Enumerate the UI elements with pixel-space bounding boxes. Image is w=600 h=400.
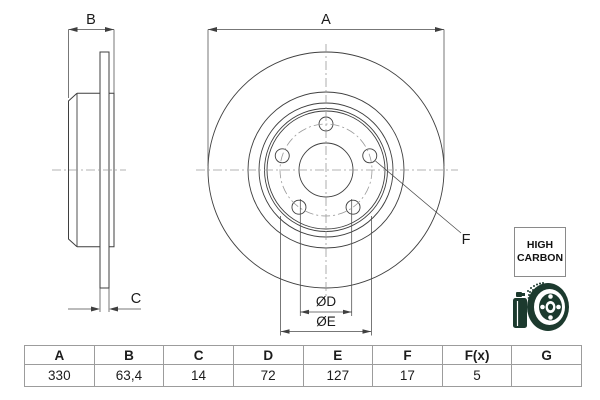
col-header-e: E	[302, 345, 374, 365]
bolt-hole	[362, 148, 378, 164]
dimension-a	[207, 27, 445, 166]
label-dim-a: A	[321, 12, 331, 28]
value-b: 63,4	[93, 364, 165, 387]
dimension-table: A B C D E F F(x) G 330 63,4 14 72 127 17…	[24, 345, 582, 387]
col-header-f: F	[372, 345, 443, 365]
col-header-g: G	[511, 345, 582, 365]
label-dim-e: ØE	[316, 314, 336, 329]
col-header-fx: F(x)	[441, 345, 513, 365]
col-header-a: A	[24, 345, 95, 365]
bolt-hole	[291, 199, 307, 215]
high-carbon-line2: CARBON	[516, 252, 564, 264]
dimension-c	[68, 288, 141, 312]
bolt-circle-centerline	[279, 123, 373, 217]
high-carbon-line1: HIGH	[526, 238, 554, 251]
col-header-b: B	[93, 345, 165, 365]
brake-disc-drawing: A B C F ØD ØE	[52, 12, 471, 336]
label-dim-f: F	[462, 232, 471, 248]
value-e: 127	[302, 364, 374, 387]
leader-f	[375, 160, 462, 234]
col-header-d: D	[232, 345, 304, 365]
spray-coated-disc-icon	[513, 282, 569, 331]
bolt-hole	[274, 148, 290, 164]
dimension-b	[68, 27, 115, 98]
high-carbon-badge: HIGH CARBON	[514, 227, 566, 277]
bolt-hole	[345, 199, 361, 215]
value-a: 330	[24, 364, 95, 387]
value-g	[511, 364, 582, 387]
dimension-e	[280, 216, 372, 336]
dimension-table-value-row: 330 63,4 14 72 127 17 5	[24, 364, 582, 387]
value-c: 14	[163, 364, 234, 387]
label-dim-b: B	[86, 12, 96, 28]
label-dim-d: ØD	[316, 294, 337, 309]
dimension-table-header-row: A B C D E F F(x) G	[24, 345, 582, 365]
dimension-d	[299, 199, 353, 316]
label-dim-c: C	[131, 291, 141, 307]
col-header-c: C	[163, 345, 234, 365]
centerlines	[52, 44, 458, 298]
value-f: 17	[372, 364, 443, 387]
value-fx: 5	[441, 364, 513, 387]
value-d: 72	[232, 364, 304, 387]
spray-dots	[527, 282, 544, 299]
